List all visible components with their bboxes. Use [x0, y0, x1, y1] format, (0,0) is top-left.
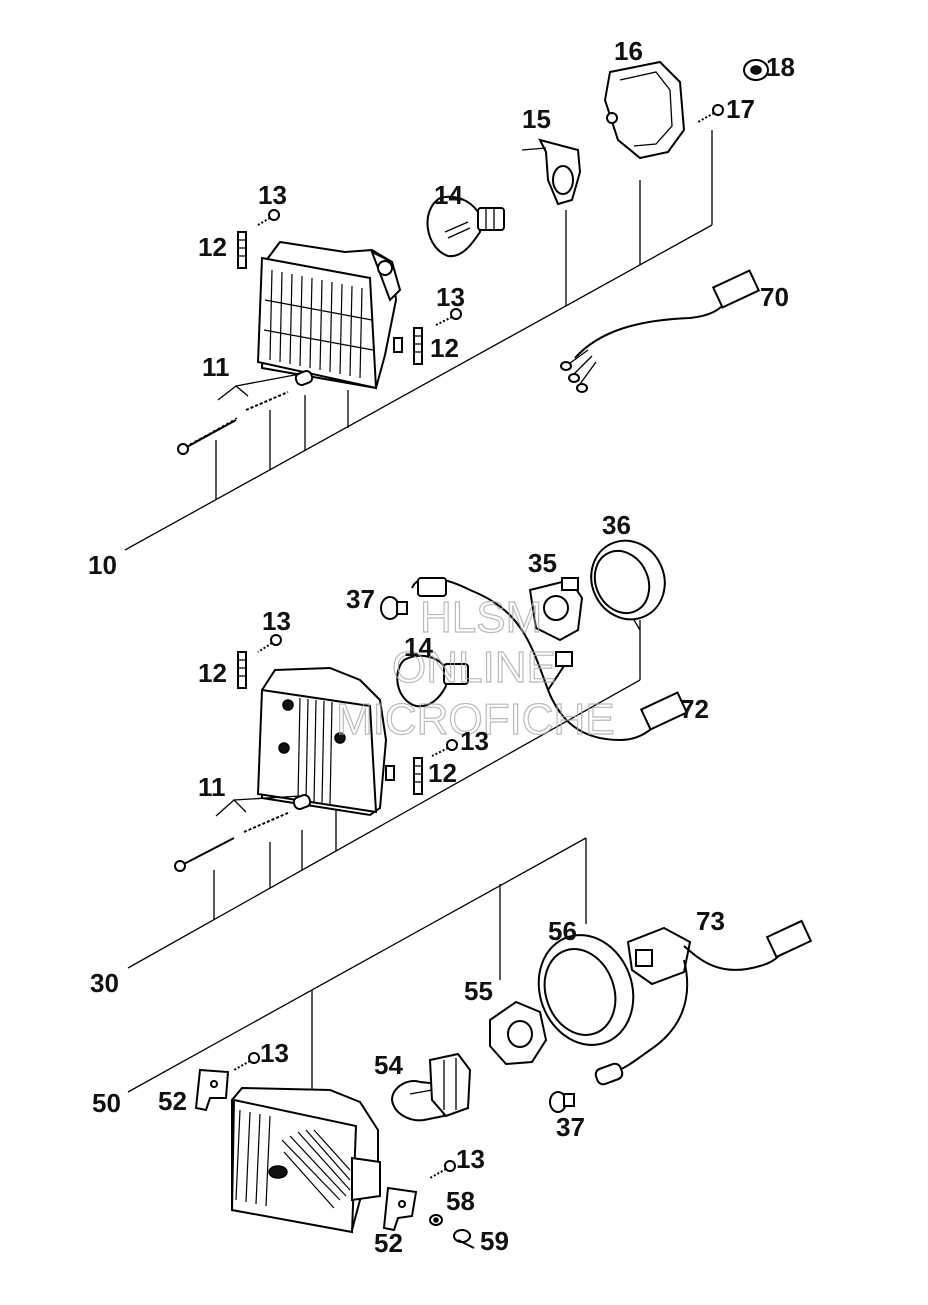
bracket-52b — [382, 1186, 418, 1232]
socket-35 — [528, 577, 584, 642]
watermark-line-1: HLSM — [420, 593, 542, 642]
part-label-52b: 52 — [374, 1228, 403, 1258]
part-label-58: 58 — [446, 1186, 475, 1216]
part-label-56: 56 — [548, 916, 577, 946]
part-label-18: 18 — [766, 52, 795, 82]
part-label-13b: 13 — [436, 282, 465, 312]
h4-bulb-54 — [390, 1052, 472, 1122]
part-label-13a: 13 — [258, 180, 287, 210]
clip-12d — [413, 757, 423, 795]
part-label-13d: 13 — [460, 726, 489, 756]
part-label-35: 35 — [528, 548, 557, 578]
part-label-11a: 11 — [202, 352, 230, 382]
part-label-17: 17 — [726, 94, 755, 124]
trim-ring-36 — [590, 539, 666, 631]
part-label-37a: 37 — [346, 584, 375, 614]
headlight-unit-30 — [256, 666, 395, 817]
part-label-12b: 12 — [430, 333, 459, 363]
clip-12c — [237, 651, 247, 689]
part-label-73: 73 — [696, 906, 725, 936]
part-label-14a: 14 — [434, 180, 463, 210]
socket-bracket-15 — [521, 138, 582, 206]
part-label-13f: 13 — [456, 1144, 485, 1174]
assembly-group-30 — [127, 539, 689, 969]
bulb-14a — [426, 195, 505, 258]
small-bulb-37b — [549, 1091, 575, 1113]
headlight-ring-56 — [537, 934, 635, 1046]
part-label-12d: 12 — [428, 758, 457, 788]
small-bulb-37a — [380, 596, 408, 620]
screw-59 — [453, 1229, 475, 1249]
adjusting-screw-11b — [174, 794, 312, 872]
wire-harness-70 — [560, 269, 761, 393]
part-label-30: 30 — [90, 968, 119, 998]
part-number-labels: 10 11 12 12 13 13 14 15 16 17 18 70 30 1… — [88, 36, 795, 1258]
part-label-11b: 11 — [198, 772, 226, 802]
part-label-16: 16 — [614, 36, 643, 66]
screw-13c — [257, 634, 282, 653]
assembly-group-50 — [127, 837, 813, 1249]
part-label-12a: 12 — [198, 232, 227, 262]
grommet-18 — [743, 59, 769, 81]
screw-13a — [255, 209, 280, 227]
part-label-52a: 52 — [158, 1086, 187, 1116]
screw-17 — [697, 104, 724, 123]
headlight-unit-10 — [256, 240, 403, 390]
headlight-unit-50 — [230, 1086, 381, 1234]
part-label-50: 50 — [92, 1088, 121, 1118]
part-label-13e: 13 — [260, 1038, 289, 1068]
part-label-54: 54 — [374, 1050, 403, 1080]
part-label-13c: 13 — [262, 606, 291, 636]
part-label-72: 72 — [680, 694, 709, 724]
part-label-12c: 12 — [198, 658, 227, 688]
screw-13b — [435, 308, 462, 326]
watermark: HLSM ONLINE MICROFICHE — [335, 592, 615, 744]
screw-13e — [233, 1052, 260, 1071]
retaining-plate-55 — [489, 1000, 548, 1066]
part-label-59: 59 — [480, 1226, 509, 1256]
part-label-37b: 37 — [556, 1112, 585, 1142]
screw-13d — [431, 739, 458, 757]
wire-harness-72 — [411, 577, 689, 742]
assembly-group-10 — [124, 59, 769, 551]
part-label-14b: 14 — [404, 632, 433, 662]
clip-12a — [237, 231, 247, 269]
rear-cover-16 — [603, 60, 686, 160]
watermark-line-3: MICROFICHE — [336, 695, 615, 744]
watermark-line-2: ONLINE — [392, 643, 556, 692]
part-label-36: 36 — [602, 510, 631, 540]
part-label-55: 55 — [464, 976, 493, 1006]
wire-harness-73 — [594, 919, 813, 1086]
screw-13f — [429, 1160, 456, 1179]
part-label-10: 10 — [88, 550, 117, 580]
washer-58 — [429, 1214, 443, 1226]
adjusting-screw-11a — [177, 370, 314, 455]
bracket-52a — [194, 1068, 230, 1112]
part-label-70: 70 — [760, 282, 789, 312]
bulb-14b — [396, 654, 469, 708]
clip-12b — [413, 327, 423, 365]
part-label-15: 15 — [522, 104, 551, 134]
